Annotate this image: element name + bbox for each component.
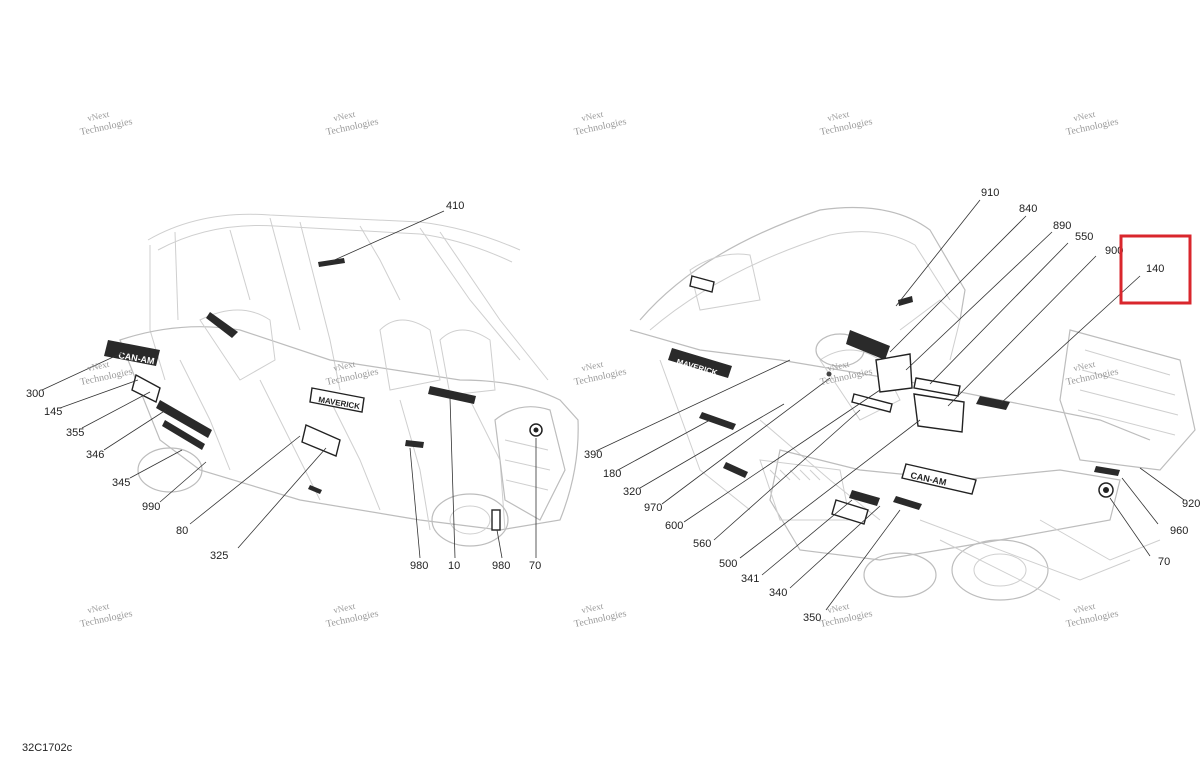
callout-140: 140 (1146, 263, 1164, 275)
callout-910: 910 (981, 187, 999, 199)
callout-560: 560 (693, 538, 711, 550)
right-vehicle-outline (629, 206, 1196, 601)
callout-70-left: 70 (529, 560, 541, 572)
callout-145: 145 (44, 406, 62, 418)
callout-980-b: 980 (492, 560, 510, 572)
svg-text:vNext: vNext (86, 359, 110, 373)
callout-325: 325 (210, 550, 228, 562)
callout-70-right: 70 (1158, 556, 1170, 568)
svg-text:vNext: vNext (580, 109, 604, 123)
callout-300: 300 (26, 388, 44, 400)
callout-960: 960 (1170, 525, 1188, 537)
callout-840: 840 (1019, 203, 1037, 215)
svg-text:vNext: vNext (826, 109, 850, 123)
svg-text:vNext: vNext (86, 601, 110, 615)
callout-980-a: 980 (410, 560, 428, 572)
svg-text:vNext: vNext (332, 601, 356, 615)
svg-text:vNext: vNext (332, 359, 356, 373)
svg-text:vNext: vNext (826, 601, 850, 615)
callout-390: 390 (584, 449, 602, 461)
callout-320: 320 (623, 486, 641, 498)
callout-550: 550 (1075, 231, 1093, 243)
callout-900: 900 (1105, 245, 1123, 257)
callout-341: 341 (741, 573, 759, 585)
svg-text:vNext: vNext (332, 109, 356, 123)
callout-80: 80 (176, 525, 188, 537)
svg-text:vNext: vNext (1072, 601, 1096, 615)
callout-340: 340 (769, 587, 787, 599)
callout-890: 890 (1053, 220, 1071, 232)
callout-970: 970 (644, 502, 662, 514)
callout-600: 600 (665, 520, 683, 532)
svg-text:vNext: vNext (86, 109, 110, 123)
callout-346: 346 (86, 449, 104, 461)
watermarks: vNext Technologies vNext Technologies vN… (79, 109, 1119, 630)
svg-text:vNext: vNext (580, 359, 604, 373)
callout-10: 10 (448, 560, 460, 572)
right-vehicle-decals: MAVERICK CAN-AM (668, 275, 1120, 525)
callout-990: 990 (142, 501, 160, 513)
callout-920: 920 (1182, 498, 1200, 510)
callout-410: 410 (446, 200, 464, 212)
callout-180: 180 (603, 468, 621, 480)
diagram-code: 32C1702c (22, 742, 73, 754)
svg-text:vNext: vNext (826, 359, 850, 373)
callout-350: 350 (803, 612, 821, 624)
callout-345: 345 (112, 477, 130, 489)
left-vehicle-decals: CAN-AM MAVERICK (104, 258, 543, 531)
leader-lines (41, 199, 1185, 611)
callout-355: 355 (66, 427, 84, 439)
callout-500: 500 (719, 558, 737, 570)
svg-text:vNext: vNext (580, 601, 604, 615)
svg-text:vNext: vNext (1072, 359, 1096, 373)
highlight-box-140 (1119, 234, 1192, 305)
left-callouts: 410 300 145 355 346 345 990 80 325 980 1… (26, 200, 541, 572)
svg-text:vNext: vNext (1072, 109, 1096, 123)
right-callouts: 910 840 890 550 900 140 390 180 320 970 … (584, 187, 1200, 624)
